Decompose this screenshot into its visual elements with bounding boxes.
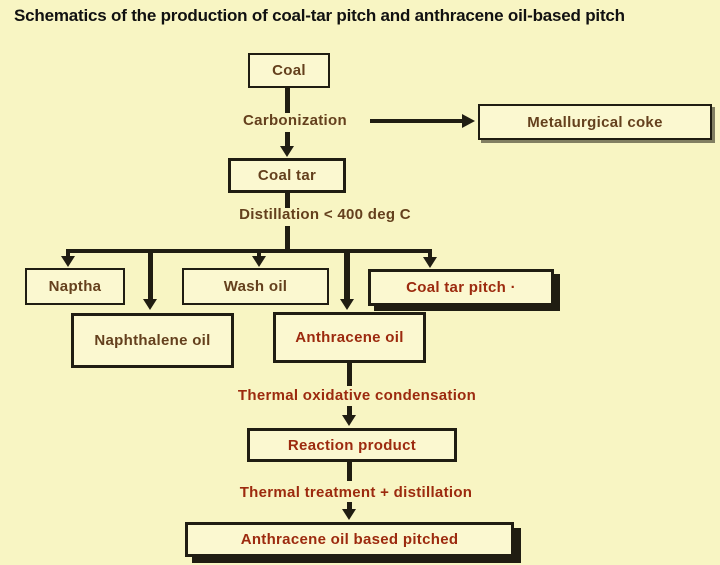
arrowhead-to-naphthalene: [143, 299, 157, 310]
arrowhead-to-final-pitch: [342, 509, 356, 520]
connector-carbonization-coaltar: [285, 132, 290, 148]
connector-condensation-reaction: [347, 406, 352, 417]
connector-to-coaltarpitch: [428, 249, 432, 259]
connector-to-anthracene: [344, 249, 350, 301]
node-naphthalene-oil-label: Naphthalene oil: [94, 332, 211, 349]
node-anthracene-oil-based-pitch-label: Anthracene oil based pitched: [240, 531, 459, 548]
arrowhead-to-coal-tar-pitch: [423, 257, 437, 268]
label-distillation: Distillation < 400 deg C: [239, 206, 411, 223]
page-title: Schematics of the production of coal-tar…: [14, 6, 625, 25]
arrowhead-to-metallurgical-coke: [462, 114, 475, 128]
connector-coaltar-distillation: [285, 193, 290, 208]
node-coal: Coal: [248, 53, 330, 88]
connector-distillation-distributor: [285, 226, 290, 253]
connector-distributor: [66, 249, 432, 253]
connector-reaction-treatment: [347, 462, 352, 481]
connector-treatment-final: [347, 502, 352, 511]
node-metallurgical-coke-label: Metallurgical coke: [527, 113, 663, 131]
node-wash-oil: Wash oil: [182, 268, 329, 305]
connector-to-naphthalene: [148, 249, 153, 301]
arrowhead-to-coal-tar: [280, 146, 294, 157]
node-coal-tar-pitch: Coal tar pitch ·: [368, 269, 554, 306]
connector-coal-carbonization: [285, 88, 290, 113]
node-metallurgical-coke: Metallurgical coke: [478, 104, 712, 140]
connector-to-washoil: [257, 249, 261, 257]
node-coal-label: Coal: [272, 62, 306, 79]
connector-to-naptha: [66, 249, 70, 257]
node-naptha: Naptha: [25, 268, 125, 305]
node-coal-tar-label: Coal tar: [257, 167, 317, 184]
arrowhead-to-wash-oil: [252, 256, 266, 267]
node-anthracene-oil-label: Anthracene oil: [295, 329, 404, 346]
node-naphthalene-oil: Naphthalene oil: [71, 313, 234, 368]
label-thermal-oxidative-condensation: Thermal oxidative condensation: [237, 387, 477, 404]
connector-carbonization-coke: [370, 119, 464, 123]
node-reaction-product: Reaction product: [247, 428, 457, 462]
connector-anthracene-condensation: [347, 363, 352, 386]
node-coal-tar-pitch-label: Coal tar pitch ·: [406, 279, 516, 296]
node-coal-tar: Coal tar: [228, 158, 346, 193]
arrowhead-to-naptha: [61, 256, 75, 267]
node-naptha-label: Naptha: [48, 278, 102, 295]
label-thermal-treatment-distillation: Thermal treatment + distillation: [239, 484, 473, 501]
node-anthracene-oil: Anthracene oil: [273, 312, 426, 363]
label-carbonization: Carbonization: [243, 112, 347, 129]
node-wash-oil-label: Wash oil: [223, 278, 288, 295]
node-anthracene-oil-based-pitch: Anthracene oil based pitched: [185, 522, 514, 557]
node-reaction-product-label: Reaction product: [287, 436, 417, 454]
arrowhead-to-anthracene: [340, 299, 354, 310]
arrowhead-to-reaction-product: [342, 415, 356, 426]
